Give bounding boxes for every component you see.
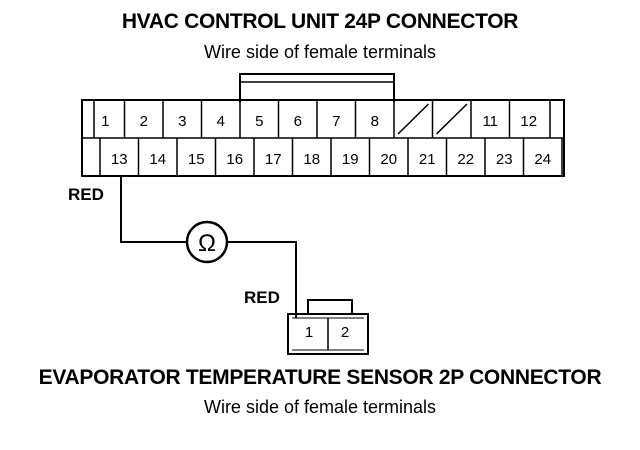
hvac-terminal-19: 19 <box>342 151 359 168</box>
hvac-terminal-21: 21 <box>419 151 436 168</box>
hvac-bottom-row: 13 14 15 16 17 18 19 20 21 22 23 24 <box>111 138 551 176</box>
sensor-2p-connector <box>287 299 369 355</box>
hvac-connector-title: HVAC CONTROL UNIT 24P CONNECTOR <box>121 10 519 33</box>
hvac-wire-color-label: RED <box>68 185 104 204</box>
hvac-terminal-24: 24 <box>534 151 551 168</box>
sensor-connector-subtitle: Wire side of female terminals <box>203 397 437 417</box>
hvac-connector-subtitle: Wire side of female terminals <box>203 42 437 62</box>
ohmmeter-symbol: Ω <box>185 220 229 264</box>
hvac-terminal-11: 11 <box>482 113 498 130</box>
circuit-wires <box>120 176 297 318</box>
hvac-terminal-8: 8 <box>371 113 379 130</box>
hvac-terminal-18: 18 <box>303 151 320 168</box>
hvac-terminal-3: 3 <box>178 113 186 130</box>
hvac-terminal-6: 6 <box>294 113 302 130</box>
sensor-connector-title: EVAPORATOR TEMPERATURE SENSOR 2P CONNECT… <box>38 366 602 389</box>
wire-to-sensor-terminal-1 <box>228 241 297 318</box>
hvac-24p-connector <box>81 73 565 177</box>
hvac-terminal-13: 13 <box>111 151 128 168</box>
hvac-terminal-1: 1 <box>101 113 109 130</box>
blocked-terminal-slash <box>435 103 468 135</box>
hvac-terminal-22: 22 <box>457 151 474 168</box>
hvac-terminal-17: 17 <box>265 151 282 168</box>
sensor-terminal-1: 1 <box>305 324 313 341</box>
blocked-terminal-slash <box>397 103 430 135</box>
hvac-terminal-14: 14 <box>149 151 166 168</box>
hvac-terminal-2: 2 <box>140 113 148 130</box>
hvac-terminal-15: 15 <box>188 151 205 168</box>
hvac-terminal-4: 4 <box>217 113 225 130</box>
hvac-terminal-16: 16 <box>226 151 243 168</box>
sensor-wire-color-label: RED <box>244 288 280 307</box>
sensor-terminal-2: 2 <box>341 324 349 341</box>
hvac-terminal-7: 7 <box>332 113 340 130</box>
ohm-icon: Ω <box>198 230 216 257</box>
wire-from-terminal-13 <box>120 176 186 243</box>
hvac-terminal-12: 12 <box>520 113 537 130</box>
hvac-terminal-5: 5 <box>255 113 263 130</box>
hvac-terminal-20: 20 <box>380 151 397 168</box>
hvac-terminal-23: 23 <box>496 151 513 168</box>
